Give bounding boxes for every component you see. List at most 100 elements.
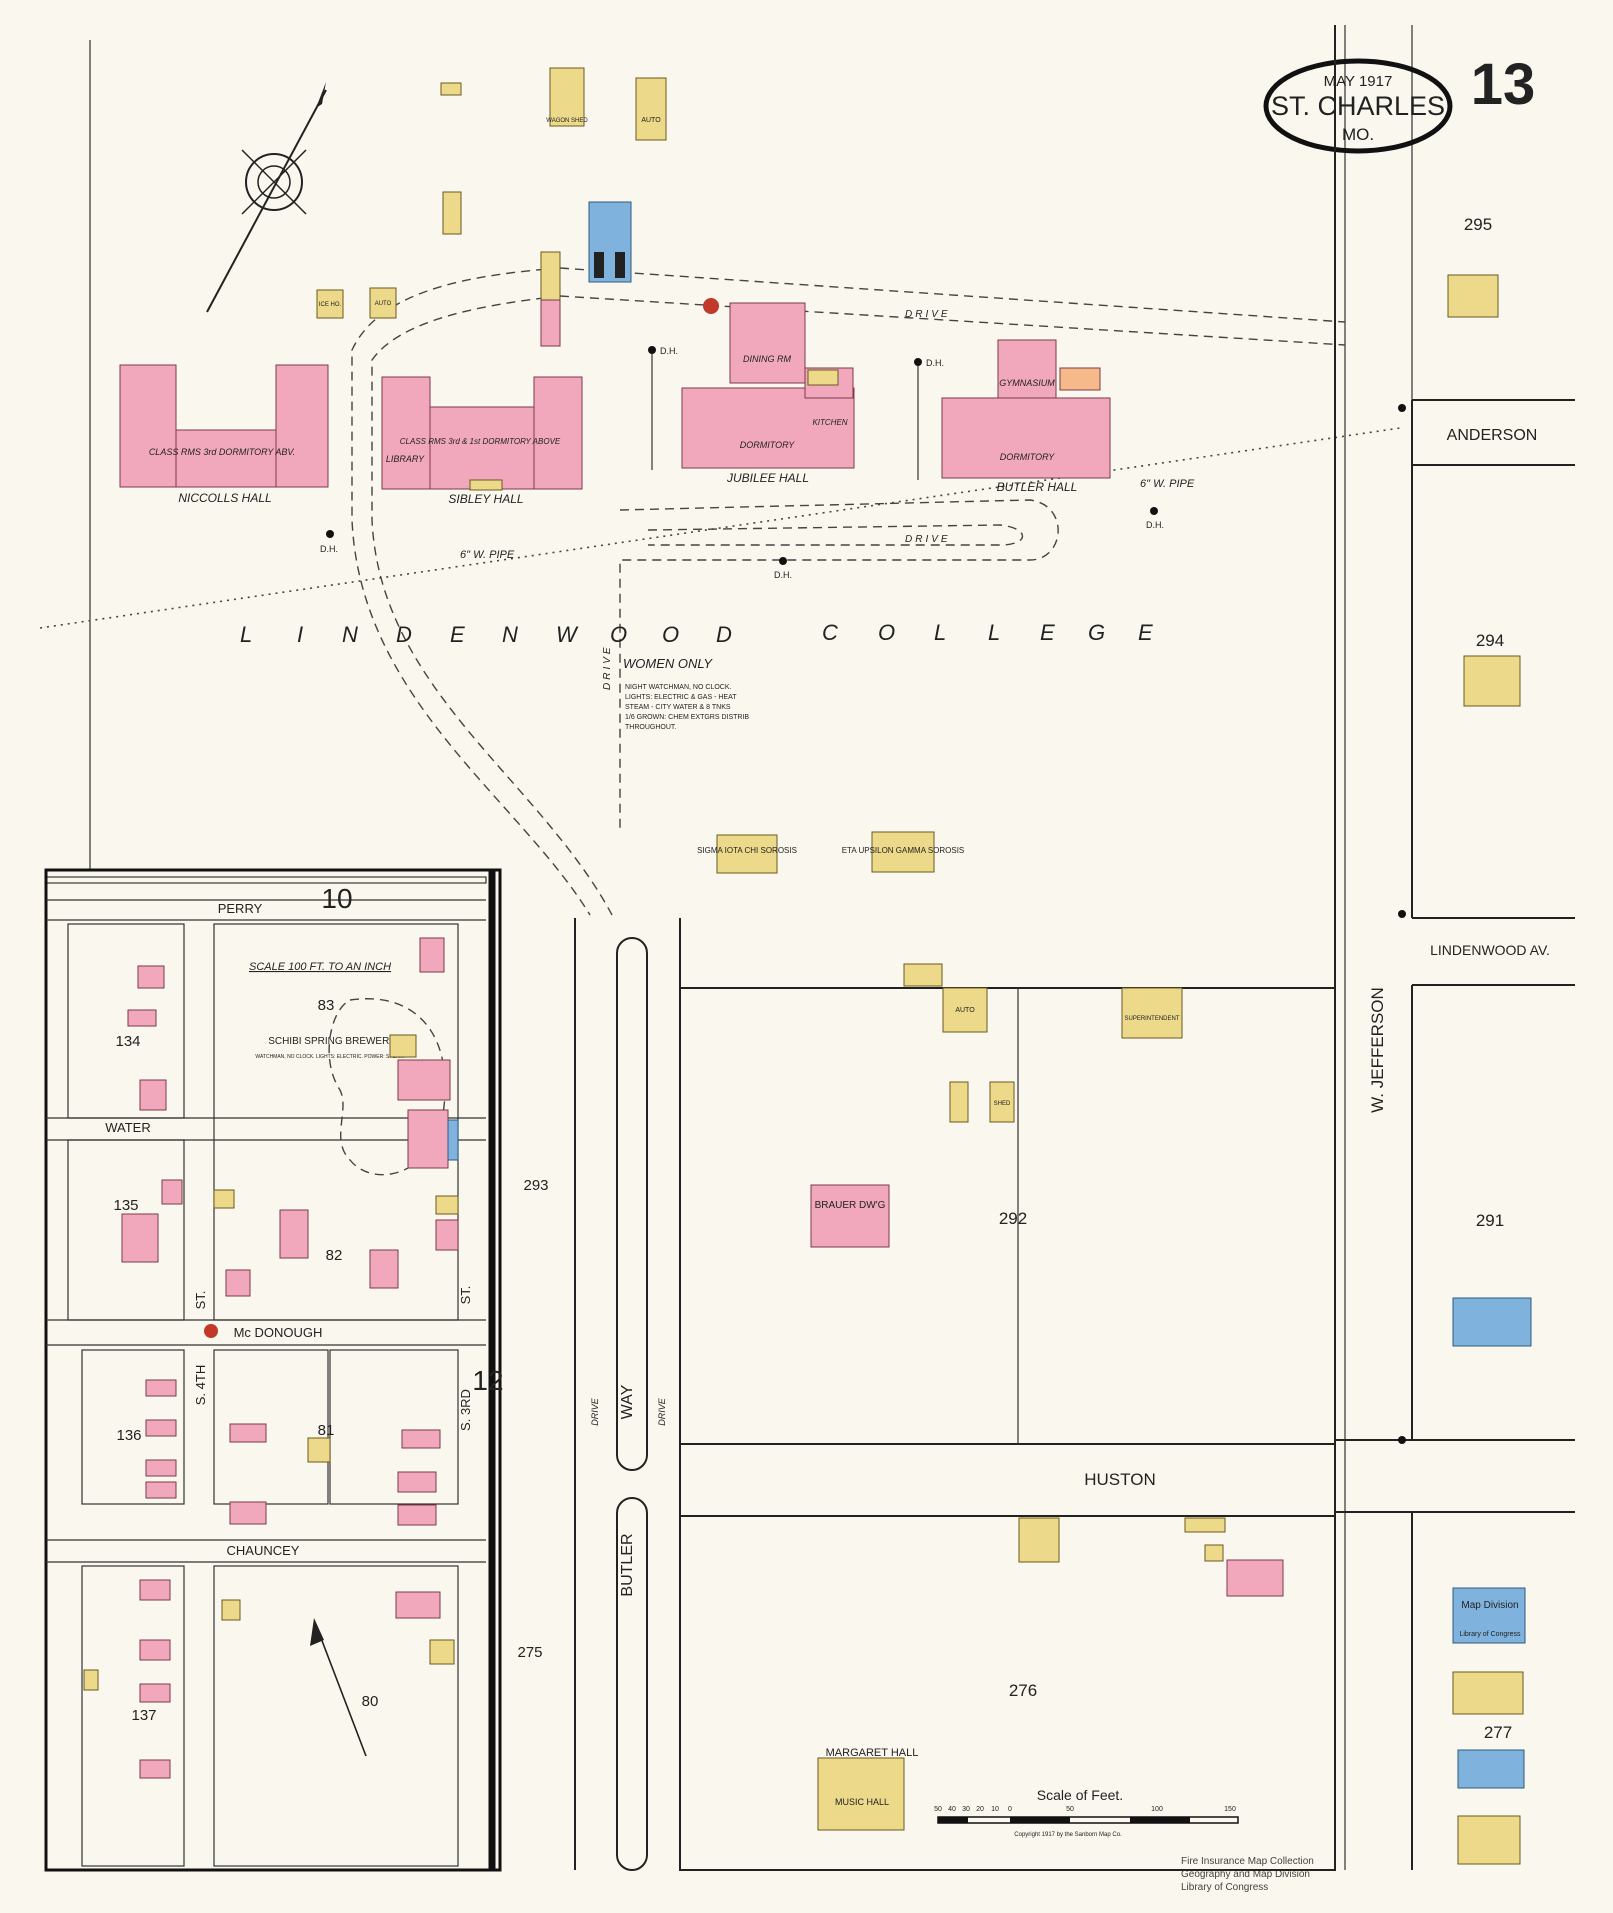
gymnasium-label: GYMNASIUM — [999, 378, 1055, 388]
block-294: 294 — [1476, 631, 1504, 650]
scale-tick-8: 150 — [1224, 1806, 1236, 1813]
college-letter-2: N — [342, 622, 358, 647]
sheet-number: 13 — [1471, 52, 1536, 117]
hydrants-campus: D.H. D.H. D.H. D.H. D.H. — [320, 346, 1164, 580]
college-letter-0: L — [240, 622, 252, 647]
brewery-note: WATCHMAN, NO CLOCK. LIGHTS: ELECTRIC. PO… — [255, 1054, 404, 1060]
compass-rose-icon — [206, 82, 327, 313]
block-136: 136 — [116, 1427, 141, 1444]
college-letter-7: O — [610, 622, 627, 647]
hydrant-label-5: D.H. — [1146, 520, 1164, 530]
block-134: 134 — [115, 1033, 140, 1050]
water-pipe-line: 6" W. PIPE 6" W. PIPE — [39, 427, 1401, 629]
scale-tick-7: 100 — [1151, 1806, 1163, 1813]
block-81: 81 — [318, 1422, 335, 1439]
niccolls-use: CLASS RMS 3rd DORMITORY ABV. — [149, 447, 295, 457]
block-293: 293 — [523, 1177, 548, 1194]
brauer-dwg-label: BRAUER DW'G — [815, 1200, 886, 1211]
niccolls-hall: CLASS RMS 3rd DORMITORY ABV. NICCOLLS HA… — [119, 364, 329, 505]
college-name: L I N D E N W O O D C O L L E G E WOMEN … — [240, 620, 1153, 731]
college-letter-3: D — [396, 622, 412, 647]
jubilee-kitchen-label: KITCHEN — [812, 418, 847, 427]
w-jefferson-street: W. JEFFERSON ANDERSON LINDENWOOD AV. — [1334, 25, 1575, 1870]
watermark-line-1: Fire Insurance Map Collection — [1181, 1856, 1314, 1867]
music-hall-label: MUSIC HALL — [835, 1797, 889, 1807]
college-letter-10: C — [822, 620, 838, 645]
anderson-label: ANDERSON — [1447, 427, 1538, 444]
hydrant-label-1: D.H. — [660, 346, 678, 356]
campus-note-4: 1/6 GROWN: CHEM EXTGRS DISTRIB — [625, 714, 749, 721]
butler-label: BUTLER — [619, 1533, 636, 1596]
block-80: 80 — [362, 1693, 379, 1710]
huston-street-blocks: HUSTON 292 276 AUTO SUPERINTENDENT SHED … — [679, 963, 1336, 1871]
sheet-ref-10: 10 — [321, 883, 352, 914]
scale-tick-5: 0 — [1008, 1806, 1012, 1813]
sigma-sorosis-label: SIGMA IOTA CHI SOROSIS — [697, 846, 797, 855]
college-letter-9: D — [716, 622, 732, 647]
campus-note-2: LIGHTS: ELECTRIC & GAS - HEAT — [625, 694, 737, 701]
block-276: 276 — [1009, 1681, 1037, 1700]
sheet-ref-12: 12 — [472, 1365, 503, 1396]
mcdonough-label: Mc DONOUGH — [234, 1325, 323, 1340]
ice-house-label: ICE HO. — [319, 302, 342, 308]
college-letter-6: W — [556, 622, 579, 647]
college-letter-16: E — [1138, 620, 1153, 645]
jubilee-dormitory-label: DORMITORY — [740, 440, 795, 450]
library-congress-stamp: Library of Congress — [1459, 1631, 1521, 1638]
lindenwood-av-label: LINDENWOOD AV. — [1430, 942, 1550, 958]
jubilee-hall: DINING RM DORMITORY KITCHEN JUBILEE HALL — [681, 302, 855, 485]
water-pipe-label-east: 6" W. PIPE — [1140, 478, 1195, 490]
sheet-border — [89, 25, 1413, 1870]
scale-bar: Scale of Feet. 50 40 30 20 10 0 50 100 1… — [934, 1787, 1239, 1838]
scale-tick-3: 20 — [976, 1806, 984, 1813]
inset-map: PERRY 10 WATER Mc DONOUGH CHAUNCEY S. 4T… — [44, 868, 549, 1872]
campus-note-1: NIGHT WATCHMAN, NO CLOCK. — [625, 684, 731, 691]
niccolls-hall-label: NICCOLLS HALL — [178, 491, 271, 505]
sibley-use: CLASS RMS 3rd & 1st DORMITORY ABOVE — [400, 437, 561, 446]
butler-hall: GYMNASIUM DORMITORY BUTLER HALL — [941, 339, 1111, 494]
college-letter-8: O — [662, 622, 679, 647]
butler-hall-label: BUTLER HALL — [997, 480, 1078, 494]
scale-tick-6: 50 — [1066, 1806, 1074, 1813]
east-blocks: 295 294 291 Map Division Library of Cong… — [1447, 215, 1532, 1865]
block-275: 275 — [517, 1644, 542, 1661]
s4th-st-label: ST. — [193, 1291, 208, 1310]
block-292: 292 — [999, 1209, 1027, 1228]
huston-label: HUSTON — [1084, 1470, 1155, 1489]
margaret-hall-label: MARGARET HALL — [826, 1747, 919, 1759]
watermark-line-3: Library of Congress — [1181, 1882, 1268, 1893]
college-letter-12: L — [934, 620, 946, 645]
college-letter-1: I — [297, 622, 303, 647]
block-82: 82 — [326, 1247, 343, 1264]
auto-label-west: AUTO — [375, 301, 392, 307]
drive-label-vertical: DRIVE — [602, 644, 613, 690]
watermark-line-2: Geography and Map Division — [1181, 1869, 1310, 1880]
scale-tick-4: 10 — [991, 1806, 999, 1813]
outbuildings-north: WAGON SHED AUTO ICE HO. AUTO — [316, 67, 719, 347]
college-letter-5: N — [502, 622, 518, 647]
block-295: 295 — [1464, 215, 1492, 234]
copyright-note: Copyright 1917 by the Sanborn Map Co. — [1014, 1832, 1122, 1838]
dining-label: DINING RM — [743, 354, 792, 364]
block-137: 137 — [131, 1707, 156, 1724]
map-date: MAY 1917 — [1324, 73, 1393, 90]
s3rd-st-label: ST. — [458, 1286, 473, 1305]
perry-label: PERRY — [218, 901, 263, 916]
hydrant-label-2: D.H. — [926, 358, 944, 368]
shed-label: SHED — [994, 1101, 1011, 1107]
campus-drives: DRIVE DRIVE DRIVE — [351, 267, 1346, 916]
jubilee-hall-label: JUBILEE HALL — [726, 471, 809, 485]
college-letter-4: E — [450, 622, 465, 647]
title-cartouche: MAY 1917 ST. CHARLES MO. 13 — [1263, 52, 1536, 154]
auto-label-north: AUTO — [641, 117, 661, 124]
chauncey-label: CHAUNCEY — [227, 1543, 300, 1558]
library-watermark: Fire Insurance Map Collection Geography … — [1181, 1856, 1314, 1893]
auto-label-east: AUTO — [955, 1007, 975, 1014]
block-277: 277 — [1484, 1723, 1512, 1742]
campus-note-3: STEAM - CITY WATER & 8 TNKS — [625, 704, 731, 711]
scale-title: Scale of Feet. — [1037, 1787, 1123, 1803]
water-pipe-label: 6" W. PIPE — [460, 549, 515, 561]
brewery-label: SCHIBI SPRING BREWERY — [268, 1036, 396, 1047]
block-135: 135 — [113, 1197, 138, 1214]
